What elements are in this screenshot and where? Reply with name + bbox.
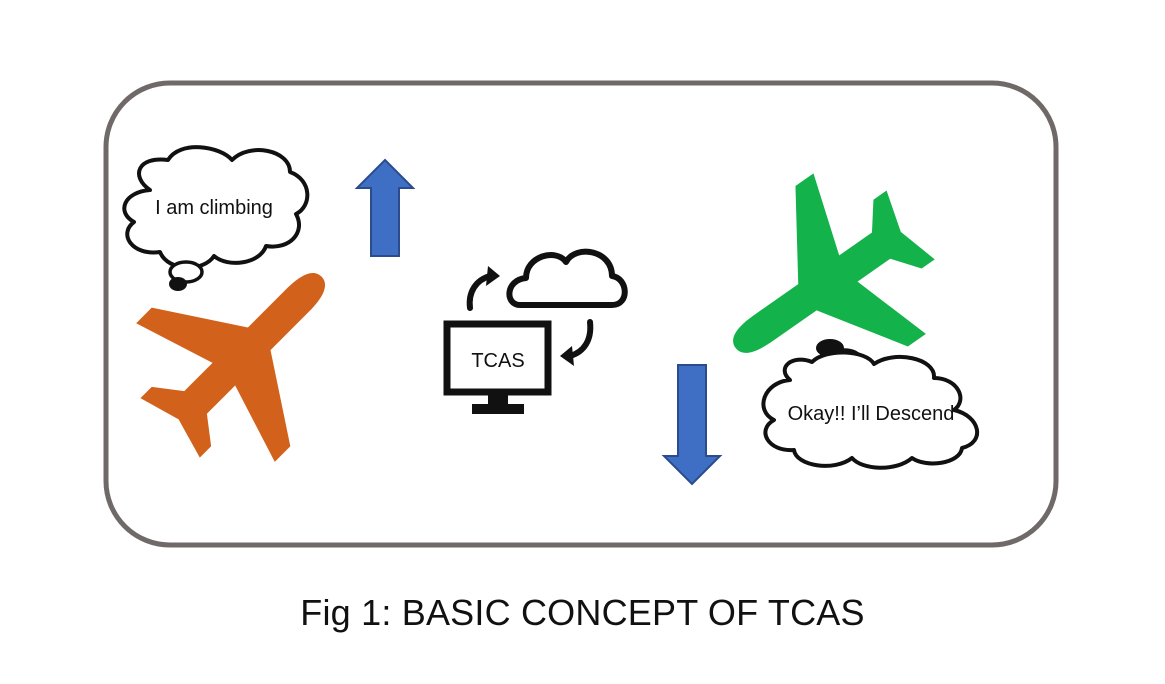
monitor-icon: [443, 320, 552, 414]
left-thought-bubble: I am climbing: [122, 145, 310, 291]
right-airplane-icon: [733, 173, 935, 353]
cloud-icon: [506, 248, 628, 308]
sync-arrows-icon: [466, 266, 594, 366]
left-airplane-icon: [136, 272, 326, 462]
climb-arrow-up-icon: [354, 158, 416, 257]
left-bubble-text: I am climbing: [155, 197, 273, 219]
right-thought-bubble: Okay!! I’ll Descend: [761, 339, 980, 470]
figure-caption: Fig 1: BASIC CONCEPT OF TCAS: [300, 592, 865, 633]
tcas-system: TCAS: [443, 248, 628, 414]
right-bubble-text: Okay!! I’ll Descend: [788, 403, 955, 425]
descend-arrow-down-icon: [661, 364, 723, 486]
tcas-label: TCAS: [471, 350, 524, 372]
